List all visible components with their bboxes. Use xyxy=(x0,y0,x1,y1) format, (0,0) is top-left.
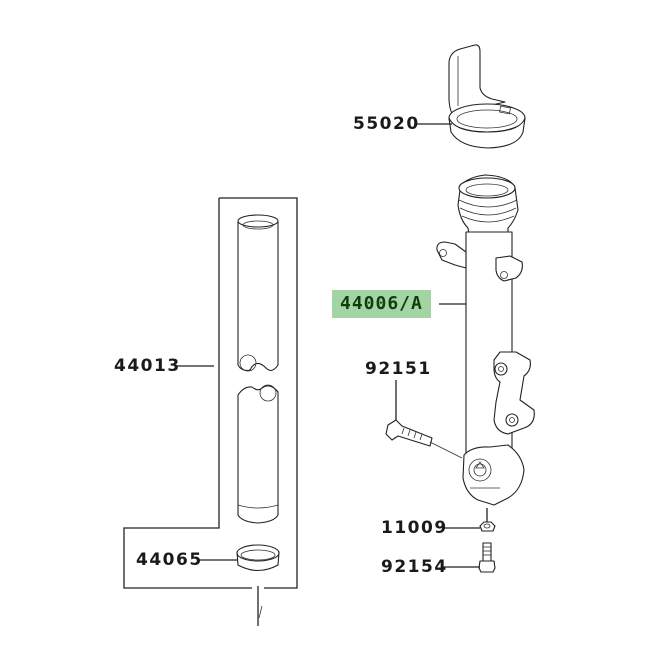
outer-fork-tube-drawing xyxy=(436,174,535,506)
part-label-11009[interactable]: 11009 xyxy=(381,518,448,538)
fork-guard-drawing xyxy=(448,44,526,149)
inner-pipe-drawing xyxy=(237,214,279,524)
assembly-bracket xyxy=(123,197,298,589)
bracket-tail-tick xyxy=(258,605,263,619)
bolt-92154-drawing xyxy=(478,542,496,573)
bolt-92151-axis xyxy=(429,441,463,459)
part-label-44065[interactable]: 44065 xyxy=(136,550,203,570)
washer-11009-drawing xyxy=(479,521,496,532)
part-label-44013[interactable]: 44013 xyxy=(114,356,181,376)
part-label-55020[interactable]: 55020 xyxy=(353,114,420,134)
bushing-44065-drawing xyxy=(236,544,280,572)
part-label-92151[interactable]: 92151 xyxy=(365,359,432,379)
bolt-92151-drawing xyxy=(385,419,433,447)
part-label-44006A[interactable]: 44006/A xyxy=(332,290,431,318)
part-label-92154[interactable]: 92154 xyxy=(381,557,448,577)
